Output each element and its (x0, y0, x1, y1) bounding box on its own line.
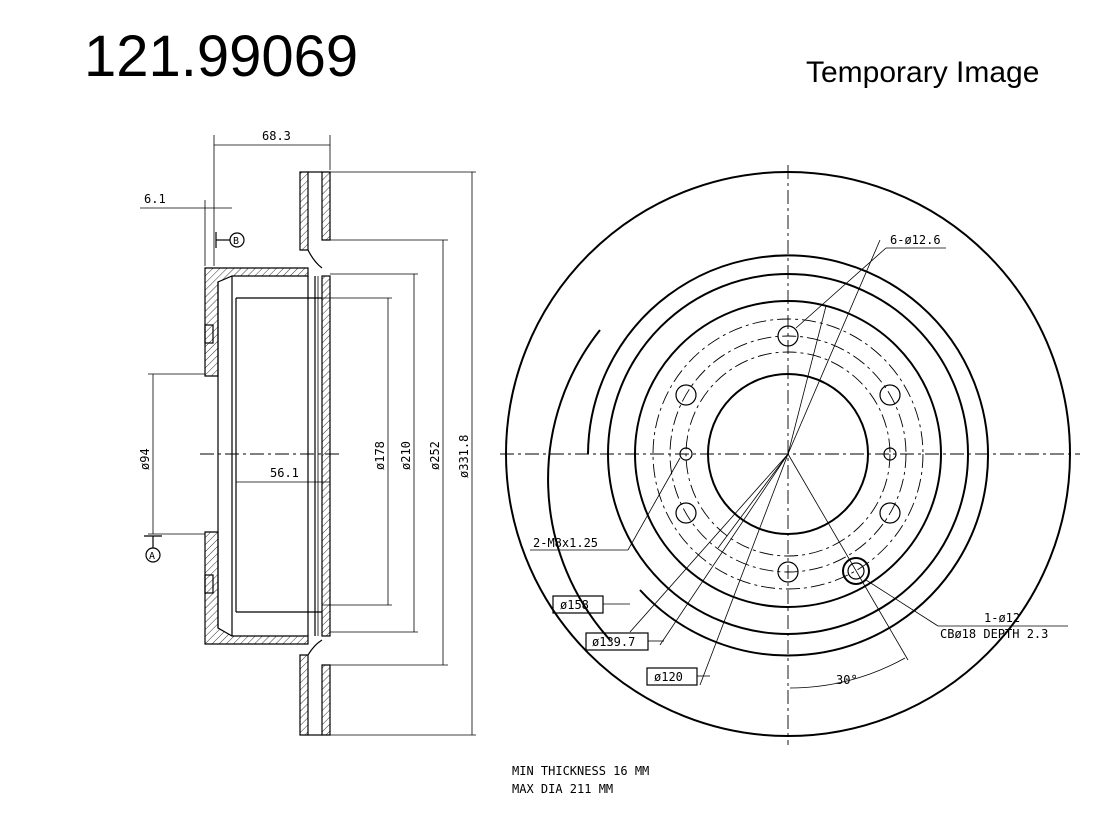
dim-vane-dia: ø252 (428, 441, 442, 470)
lug-hole (879, 384, 901, 406)
outer-friction-plate-lower (299, 654, 309, 736)
counterbore-label: CBø18 DEPTH 2.3 (940, 627, 1048, 641)
lug-hole (777, 561, 799, 583)
dia-139-box (585, 632, 649, 651)
inner-friction-plate-lower (321, 664, 331, 736)
dim-inner-dia: ø210 (399, 441, 413, 470)
locator-counterbore (842, 557, 870, 585)
threaded-holes-label: 2-M8x1.25 (533, 536, 598, 550)
threaded-hole (883, 447, 897, 461)
dim-hat-depth: 56.1 (270, 466, 299, 480)
dia-120-box (646, 667, 698, 686)
threaded-hole (679, 447, 693, 461)
dim-offset: 6.1 (144, 192, 166, 206)
dia-139-label: ø139.7 (592, 635, 635, 649)
image-status-label: Temporary Image (806, 56, 1040, 89)
dia-120-label: ø120 (654, 670, 683, 684)
datum-a: A (149, 551, 155, 562)
part-number: 121.99069 (84, 24, 359, 89)
dim-center-bore: ø94 (138, 448, 152, 470)
max-dia-note: MAX DIA 211 MM (512, 782, 613, 796)
dim-overall-width: 68.3 (262, 129, 291, 143)
lug-hole (777, 325, 799, 347)
datum-b: B (233, 236, 239, 247)
dia-158-box (552, 595, 604, 614)
hat-wall-lower (204, 531, 309, 645)
locator-hole (847, 562, 865, 580)
hat-wall-upper (204, 267, 309, 377)
dim-hat-dia: ø178 (373, 441, 387, 470)
face-view: 6-ø12.6 2-M8x1.25 ø158 ø139.7 ø120 1-ø12… (500, 165, 1080, 745)
min-thickness-note: MIN THICKNESS 16 MM (512, 764, 649, 778)
side-section-view: 68.3 6.1 B ø94 A 56.1 ø178 ø210 (138, 129, 476, 736)
angle-label: 30° (836, 673, 858, 687)
inner-friction-plate-upper (321, 171, 331, 241)
outer-friction-plate-upper (299, 171, 309, 251)
lug-hole (675, 502, 697, 524)
locator-hole-label: 1-ø12 (984, 611, 1020, 625)
bolt-holes-label: 6-ø12.6 (890, 233, 941, 247)
lug-hole (675, 384, 697, 406)
dia-158-label: ø158 (560, 598, 589, 612)
dim-outer-dia: ø331.8 (457, 435, 471, 478)
lug-hole (879, 502, 901, 524)
